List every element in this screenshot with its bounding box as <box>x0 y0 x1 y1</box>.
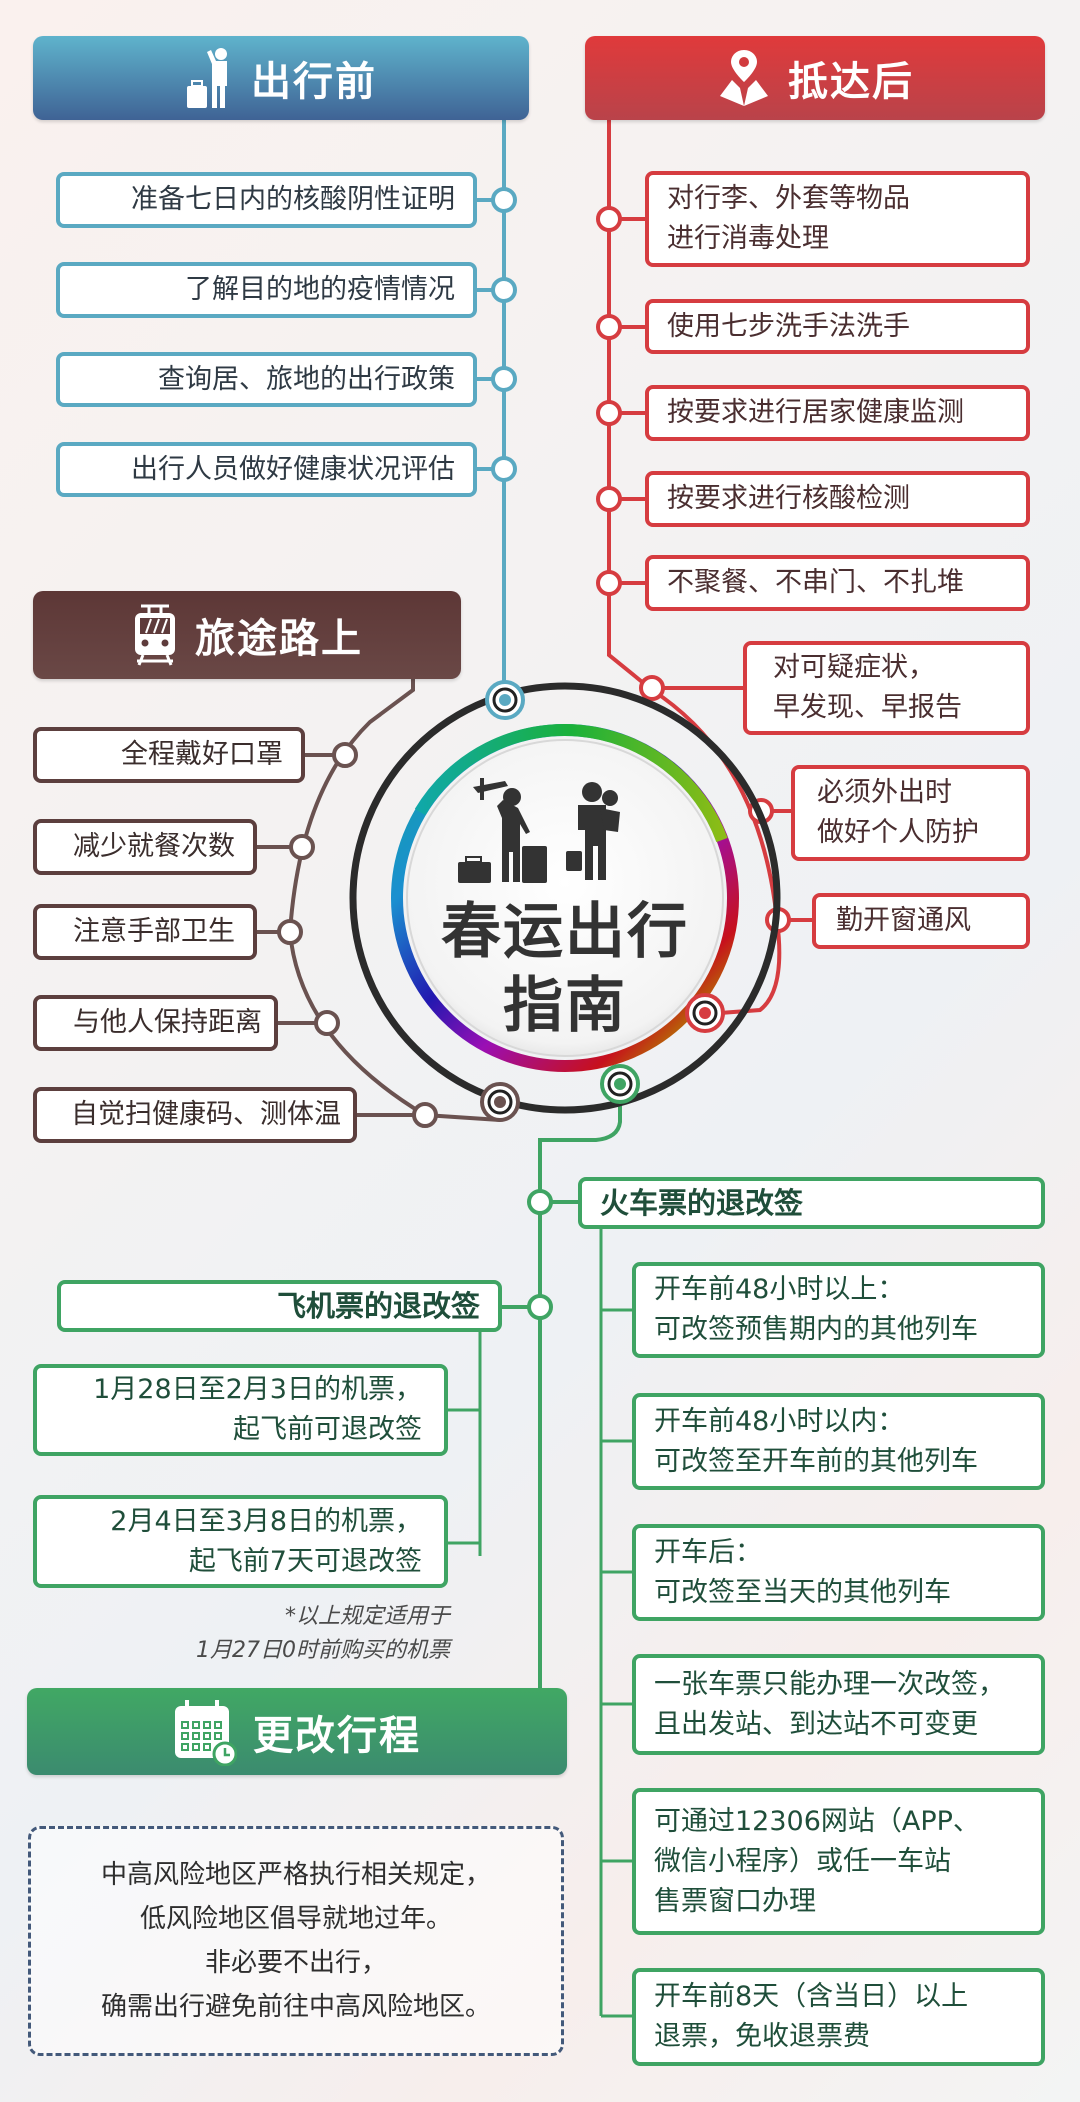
on-the-way-title: 旅途路上 <box>195 616 363 662</box>
after-arrival-item: 按要求进行核酸检测 <box>645 471 1030 527</box>
after-arrival-item: 勤开窗通风 <box>812 893 1030 949</box>
after-arrival-item: 按要求进行居家健康监测 <box>645 385 1030 441</box>
train-rule-item: 开车前48小时以内：可改签至开车前的其他列车 <box>632 1393 1045 1490</box>
train-ticket-title: 火车票的退改签 <box>578 1177 1045 1229</box>
change-itinerary-title: 更改行程 <box>253 1712 421 1759</box>
after-arrival-item: 使用七步洗手法洗手 <box>645 299 1030 354</box>
station-node-green <box>600 1064 640 1104</box>
blue-route <box>477 120 517 688</box>
flight-rule-footnote: *以上规定适用于 1月27日0时前购买的机票 <box>196 1604 450 1663</box>
train-rule-item: 开车前8天（含当日）以上退票，免收退票费 <box>632 1968 1045 2066</box>
after-arrival-item: 对行李、外套等物品进行消毒处理 <box>645 171 1030 267</box>
after-arrival-item: 不聚餐、不串门、不扎堆 <box>645 555 1030 611</box>
after-arrival-header: 抵达后 <box>585 36 1045 120</box>
notice-box: 中高风险地区严格执行相关规定， 低风险地区倡导就地过年。 非必要不出行， 确需出… <box>28 1826 564 2056</box>
before-travel-item: 查询居、旅地的出行政策 <box>56 352 477 407</box>
after-arrival-item: 必须外出时做好个人防护 <box>791 765 1030 861</box>
brown-route <box>257 679 501 1128</box>
green-route <box>448 1095 632 2018</box>
before-travel-item: 准备七日内的核酸阴性证明 <box>56 172 477 228</box>
travelers-with-luggage-icon <box>458 778 620 883</box>
on-the-way-item: 自觉扫健康码、测体温 <box>33 1087 357 1143</box>
change-itinerary-header: 更改行程 <box>27 1688 567 1775</box>
center-title: 春运出行 指南 <box>441 897 689 1041</box>
train-rule-item: 一张车票只能办理一次改签，且出发站、到达站不可变更 <box>632 1654 1045 1755</box>
on-the-way-item: 与他人保持距离 <box>33 995 278 1051</box>
train-rule-item: 开车前48小时以上：可改签预售期内的其他列车 <box>632 1262 1045 1358</box>
after-arrival-title: 抵达后 <box>788 59 914 105</box>
station-node-blue <box>485 680 525 720</box>
center-ring <box>349 682 781 1114</box>
before-travel-item: 出行人员做好健康状况评估 <box>56 442 477 497</box>
before-travel-header: 出行前 <box>33 36 529 120</box>
flight-rule-item: 1月28日至2月3日的机票，起飞前可退改签 <box>33 1364 448 1456</box>
on-the-way-item: 注意手部卫生 <box>33 904 257 960</box>
traveler-with-suitcase-icon <box>187 48 227 108</box>
station-node-red <box>685 993 725 1033</box>
before-travel-title: 出行前 <box>251 59 377 105</box>
on-the-way-item: 全程戴好口罩 <box>33 727 305 783</box>
calendar-clock-icon <box>175 1699 237 1766</box>
train-rule-item: 开车后：可改签至当天的其他列车 <box>632 1524 1045 1621</box>
on-the-way-item: 减少就餐次数 <box>33 819 257 875</box>
before-travel-item: 了解目的地的疫情情况 <box>56 262 477 318</box>
flight-rule-item: 2月4日至3月8日的机票，起飞前7天可退改签 <box>33 1495 448 1588</box>
train-rule-item: 可通过12306网站（APP、微信小程序）或任一车站售票窗口办理 <box>632 1788 1045 1935</box>
map-pin-icon <box>720 50 768 106</box>
on-the-way-header: 旅途路上 <box>33 591 461 679</box>
station-node-brown <box>480 1082 520 1122</box>
flight-ticket-title: 飞机票的退改签 <box>57 1280 502 1332</box>
after-arrival-item: 对可疑症状，早发现、早报告 <box>743 641 1030 735</box>
tram-icon <box>135 604 175 666</box>
